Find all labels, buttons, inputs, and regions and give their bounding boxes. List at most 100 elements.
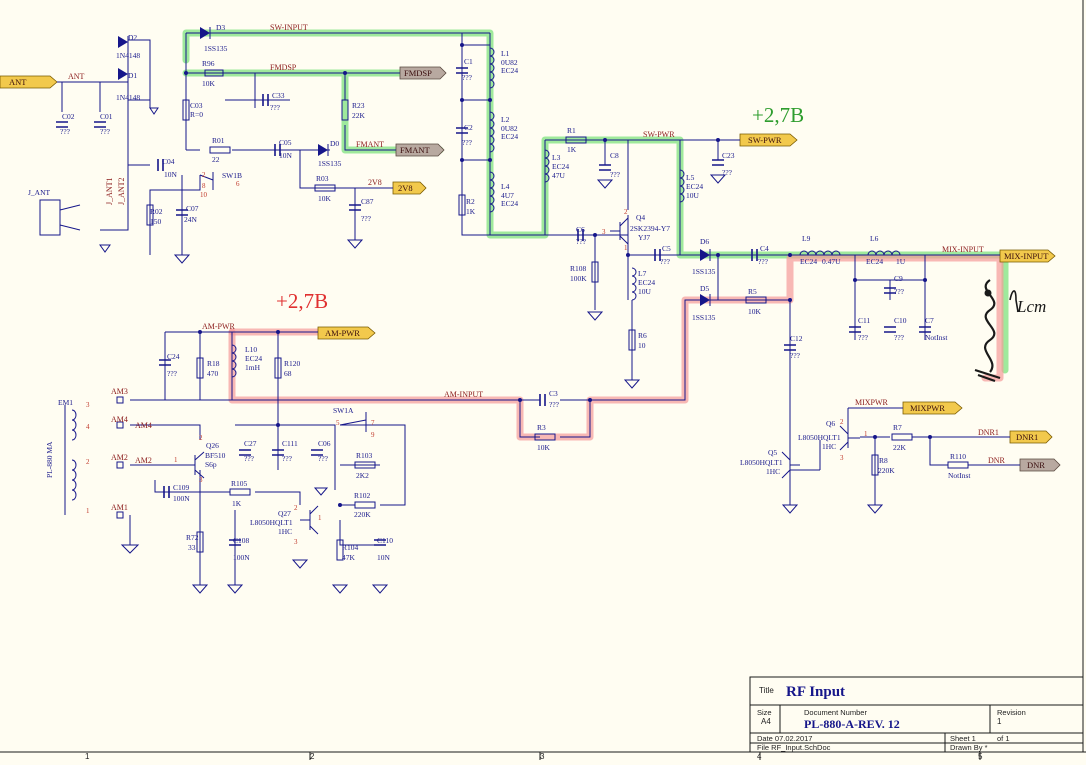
svg-text:10U: 10U bbox=[638, 287, 652, 296]
svg-text:C06: C06 bbox=[318, 439, 331, 448]
svg-text:???: ??? bbox=[858, 333, 869, 342]
svg-text:L3: L3 bbox=[552, 153, 561, 162]
svg-text:???: ??? bbox=[576, 237, 587, 246]
svg-text:10N: 10N bbox=[164, 170, 178, 179]
jack-j-ant: J_ANT bbox=[28, 188, 81, 236]
svg-text:SW1B: SW1B bbox=[222, 171, 242, 180]
port-mix-input: MIX-INPUT bbox=[999, 249, 1056, 263]
svg-text:220K: 220K bbox=[354, 510, 371, 519]
net-fmdsp: FMDSP bbox=[270, 63, 297, 72]
svg-text:10K: 10K bbox=[318, 194, 332, 203]
size-value: A4 bbox=[761, 717, 771, 726]
svg-text:J_ANT: J_ANT bbox=[28, 188, 51, 197]
svg-text:FMANT: FMANT bbox=[400, 145, 431, 155]
svg-text:SW-PWR: SW-PWR bbox=[748, 135, 782, 145]
svg-text:???: ??? bbox=[722, 168, 733, 177]
cap-c23: C23??? bbox=[712, 151, 735, 177]
svg-text:C04: C04 bbox=[162, 157, 175, 166]
junction-dots bbox=[184, 43, 932, 507]
net-am2: AM2 bbox=[111, 453, 128, 462]
svg-text:NotInst: NotInst bbox=[948, 471, 971, 480]
svg-text:C03: C03 bbox=[190, 101, 203, 110]
sheet-value: Sheet 1 bbox=[950, 734, 976, 743]
docnum-label: Document Number bbox=[804, 708, 867, 717]
svg-text:10U: 10U bbox=[686, 191, 700, 200]
svg-text:L2: L2 bbox=[501, 115, 510, 124]
svg-text:10: 10 bbox=[200, 191, 208, 199]
svg-text:1HC: 1HC bbox=[278, 527, 292, 536]
svg-text:C108: C108 bbox=[233, 536, 250, 545]
inductor-l6: L6 EC24 1U bbox=[866, 234, 906, 266]
border-col-3: 3 bbox=[540, 752, 545, 760]
svg-text:EC24: EC24 bbox=[638, 278, 655, 287]
diode-d2: D2 1N4148 bbox=[116, 33, 140, 60]
wires-mix bbox=[789, 407, 1020, 505]
svg-text:10K: 10K bbox=[748, 307, 762, 316]
net-2v8: 2V8 bbox=[368, 178, 382, 187]
svg-text:3: 3 bbox=[602, 228, 606, 236]
svg-text:22K: 22K bbox=[352, 111, 366, 120]
sheet-of-value: of 1 bbox=[997, 734, 1010, 743]
svg-text:C87: C87 bbox=[361, 197, 374, 206]
svg-text:Q6: Q6 bbox=[826, 419, 835, 428]
svg-text:YJ7: YJ7 bbox=[638, 233, 650, 242]
cap-c02: C02??? bbox=[56, 112, 75, 136]
svg-text:L8050HQLT1: L8050HQLT1 bbox=[250, 518, 293, 527]
svg-text:1U: 1U bbox=[896, 257, 906, 266]
svg-text:???: ??? bbox=[790, 351, 801, 360]
svg-text:D5: D5 bbox=[700, 284, 709, 293]
inductor-l10: L10 EC24 1mH bbox=[231, 344, 262, 378]
svg-text:C24: C24 bbox=[167, 352, 180, 361]
cap-c12: C12??? bbox=[784, 334, 803, 360]
svg-text:C02: C02 bbox=[62, 112, 75, 121]
cap-c11: C11??? bbox=[849, 316, 870, 342]
port-sw-pwr: SW-PWR bbox=[739, 133, 798, 147]
svg-text:1SS135: 1SS135 bbox=[204, 44, 228, 53]
red-voltage-note: +2,7B bbox=[276, 289, 328, 313]
transistor-q6: Q6 L8050HQLT1 1HC 123 bbox=[798, 418, 868, 462]
inductor-l3: L3 EC24 47U bbox=[544, 149, 569, 183]
net-sw-input: SW-INPUT bbox=[270, 23, 308, 32]
svg-text:C111: C111 bbox=[282, 439, 298, 448]
svg-text:???: ??? bbox=[894, 287, 905, 296]
inductor-l2: L2 0U82 EC24 bbox=[489, 111, 518, 153]
inductor-l4: L4 4U7 EC24 bbox=[489, 171, 518, 213]
svg-text:C109: C109 bbox=[173, 483, 190, 492]
svg-text:L1: L1 bbox=[501, 49, 510, 58]
svg-text:R72: R72 bbox=[186, 533, 199, 542]
svg-text:Q5: Q5 bbox=[768, 448, 777, 457]
svg-text:3: 3 bbox=[199, 476, 203, 484]
cap-c87: C87??? bbox=[349, 197, 374, 223]
svg-text:???: ??? bbox=[462, 73, 473, 82]
svg-text:D1: D1 bbox=[128, 71, 137, 80]
net-am2-b: AM2 bbox=[135, 456, 152, 465]
svg-text:470: 470 bbox=[207, 369, 219, 378]
svg-text:EC24: EC24 bbox=[800, 257, 817, 266]
svg-text:NotInst: NotInst bbox=[925, 333, 948, 342]
diode-d3: D3 1SS135 bbox=[200, 23, 228, 53]
svg-text:L7: L7 bbox=[638, 269, 647, 278]
svg-text:1: 1 bbox=[864, 430, 868, 438]
svg-text:L9: L9 bbox=[802, 234, 811, 243]
svg-text:2V8: 2V8 bbox=[398, 183, 413, 193]
port-ant: ANT bbox=[0, 75, 58, 89]
svg-text:1K: 1K bbox=[567, 145, 577, 154]
handwritten-note: Lcm bbox=[1016, 297, 1046, 316]
cap-c3: C3??? bbox=[539, 389, 560, 409]
net-am4: AM4 bbox=[111, 415, 128, 424]
file-value: File RF_Input.SchDoc bbox=[757, 743, 831, 752]
svg-text:AM-PWR: AM-PWR bbox=[325, 328, 360, 338]
drawn-by-value: Drawn By * bbox=[950, 743, 988, 752]
svg-text:???: ??? bbox=[318, 454, 329, 463]
svg-text:EM1: EM1 bbox=[58, 398, 73, 407]
